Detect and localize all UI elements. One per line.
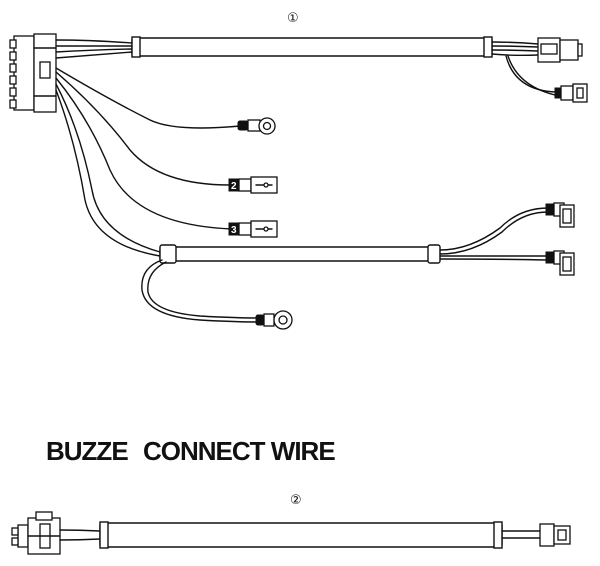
harness-1: ①: [9, 11, 588, 330]
spade-terminal-2: 2: [228, 176, 278, 194]
spade-terminal-right-lower: [545, 250, 575, 276]
top-sheath: [131, 37, 493, 57]
ring-terminal-2: [255, 310, 293, 330]
ring-terminal-1: [237, 117, 276, 135]
terminal-tag-2: 2: [231, 181, 237, 192]
spade-terminal-right-upper: [545, 202, 575, 228]
harness-2-sheath: [99, 522, 503, 548]
harness-2-number: ②: [290, 493, 302, 508]
spade-terminal-3: 3: [228, 220, 278, 238]
spade-terminal-top-right: [554, 83, 588, 103]
caption-buzze: BUZZE: [46, 436, 128, 466]
caption-connect-wire: CONNECT WIRE: [143, 436, 335, 466]
terminal-tag-3: 3: [231, 225, 237, 236]
harness-2: ②: [11, 493, 571, 555]
main-connector: [9, 33, 57, 113]
harness-1-number: ①: [287, 11, 299, 26]
lower-sheath: [159, 246, 437, 262]
harness-2-right-connector: [539, 523, 571, 547]
harness-2-left-connector: [11, 511, 61, 555]
right-connector: [537, 37, 583, 63]
